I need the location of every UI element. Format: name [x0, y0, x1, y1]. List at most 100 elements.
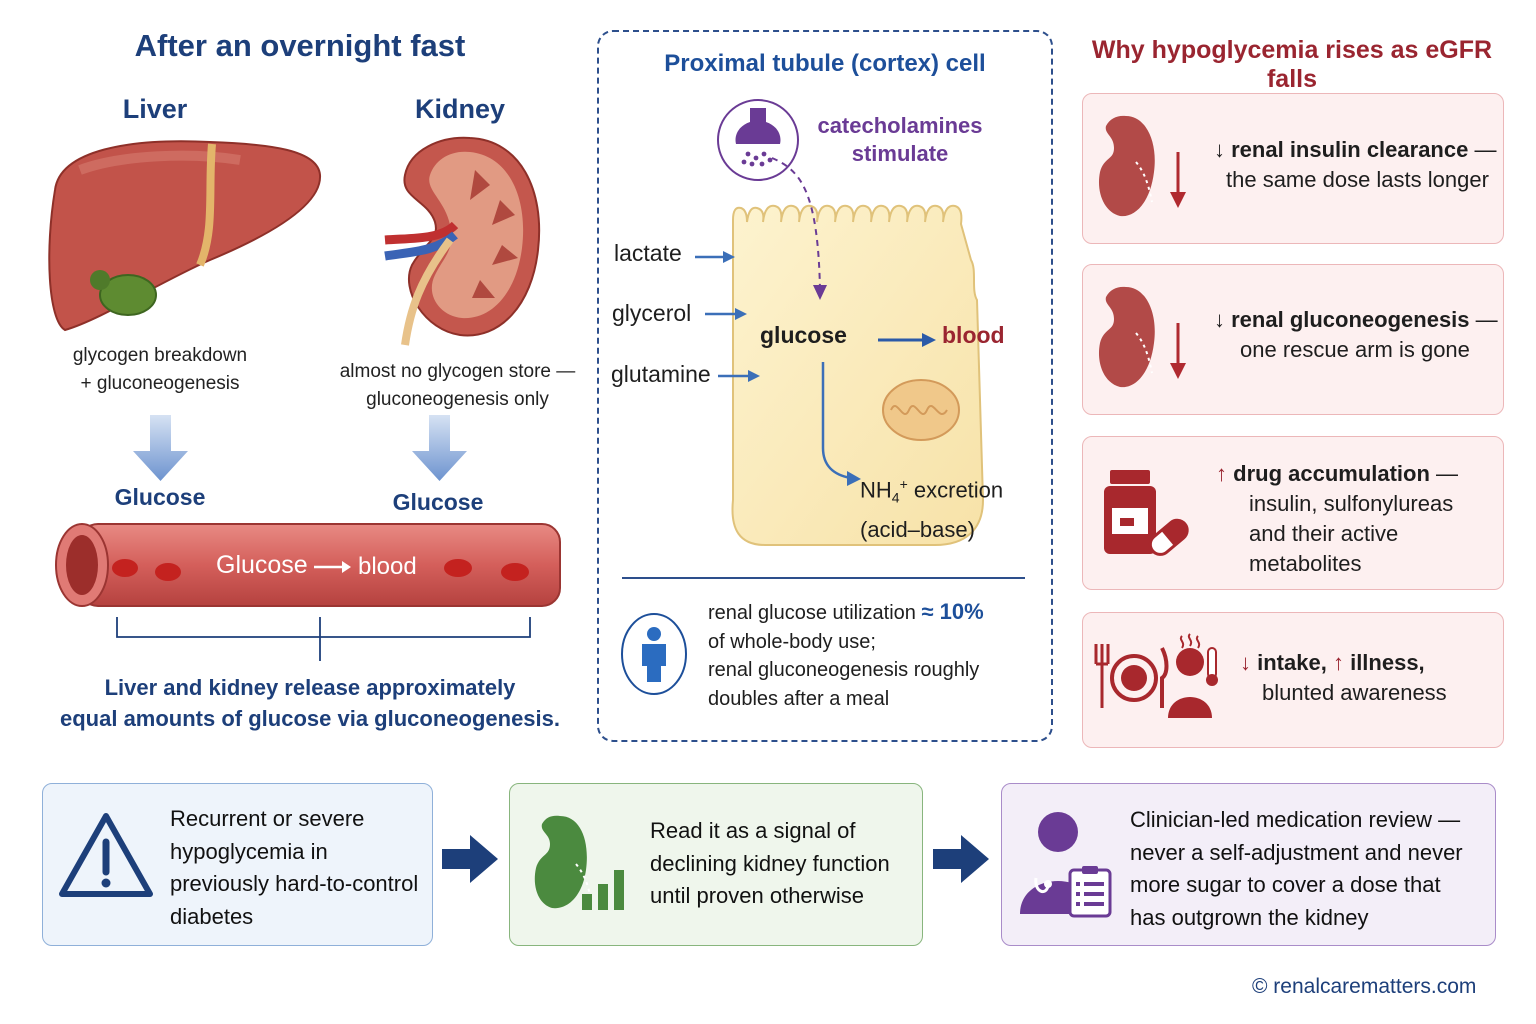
liver-label: Liver: [122, 94, 188, 124]
catecholamine-stimulate-arrow-icon: [771, 157, 827, 300]
flow-arrow-icon: [442, 835, 498, 883]
reason-2-head: renal gluconeogenesis: [1231, 307, 1470, 332]
flow-arrow-icon: [933, 835, 989, 883]
down-arrow-mark: ↓: [1214, 307, 1225, 332]
cell-blood-label: blood: [942, 322, 1005, 348]
reason-3-detail: and their active: [1249, 521, 1399, 546]
liver-glucose-label: Glucose: [114, 484, 206, 510]
substrate-glutamine: glutamine: [611, 361, 711, 387]
nh4-excretion-label: NH4+ excretion (acid–base): [860, 468, 1003, 546]
note-line: doubles after a meal: [708, 687, 890, 710]
blood-vessel: [55, 523, 561, 607]
liver-down-arrow-icon: [133, 415, 188, 481]
card1-line: hypoglycemia in: [170, 838, 328, 864]
cell-panel-divider: [622, 577, 1025, 579]
vessel-arrow-icon: [314, 561, 351, 573]
liver-note-line: + gluconeogenesis: [80, 373, 240, 394]
reason-2-text: ↓ renal gluconeogenesis — one rescue arm…: [1214, 305, 1498, 365]
cell-glucose-label: glucose: [760, 322, 847, 348]
utilization-percent: ≈ 10%: [921, 599, 984, 624]
copyright-footer: © renalcarematters.com: [1252, 975, 1477, 998]
summary-line: equal amounts of glucose via gluconeogen…: [60, 706, 560, 731]
cell-panel-title: Proximal tubule (cortex) cell: [664, 50, 986, 77]
note-line: of whole-body use;: [708, 630, 876, 653]
pill-bottle-icon: [1104, 470, 1189, 556]
reason-1-line: ↓ renal insulin clearance —: [1214, 135, 1496, 165]
reason-3-text: ↑ drug accumulation — insulin, sulfonylu…: [1216, 459, 1458, 579]
kidney-label: Kidney: [414, 94, 506, 124]
card1-line: previously hard-to-control: [170, 871, 419, 896]
reason-3-detail: insulin, sulfonylureas: [1249, 491, 1454, 516]
card1-line: Recurrent or severe: [170, 806, 365, 831]
vessel-blood-text: blood: [358, 553, 417, 580]
mitochondrion: [882, 379, 960, 441]
reason-2-detail: one rescue arm is gone: [1240, 337, 1470, 362]
reason-card-intake-illness: [1082, 612, 1504, 748]
note-line: renal gluconeogenesis roughly: [708, 659, 980, 681]
reason-3-detail: metabolites: [1249, 551, 1362, 576]
warning-icon: [59, 813, 153, 897]
kidney-down-icon: [1098, 115, 1186, 217]
kidney-note-line: gluconeogenesis only: [366, 389, 549, 410]
medication-review-card: [1001, 783, 1496, 946]
reason-card-insulin-clearance: [1082, 93, 1504, 244]
reason-1-text: ↓ renal insulin clearance — the same dos…: [1214, 135, 1496, 195]
clinician-clipboard-icon: [1020, 812, 1112, 918]
right-panel-title: Why hypoglycemia rises as eGFR falls: [1091, 36, 1493, 93]
card3-text: Clinician-led medication review — never …: [1130, 804, 1463, 934]
card3-line: more sugar to cover a dose that: [1130, 872, 1441, 897]
kidney-note-line: almost no glycogen store —: [339, 361, 576, 382]
glutamine-arrow-icon: [718, 370, 760, 382]
nh4-arrow-icon: [821, 362, 861, 486]
left-summary: Liver and kidney release approximately e…: [40, 672, 580, 734]
nh4-base: NH: [860, 477, 892, 503]
liver-note-line: glycogen breakdown: [72, 345, 248, 366]
down-arrow-mark: ↓: [1240, 650, 1251, 675]
reason-4-text: ↓ intake, ↑ illness, blunted awareness: [1240, 648, 1447, 708]
nh4-sup: +: [899, 476, 908, 492]
red-blood-cell: [501, 563, 529, 581]
down-arrow-mark: ↓: [1214, 137, 1225, 162]
nh4-line: NH4+ excretion: [860, 468, 1003, 514]
tubule-cell-illustration: [731, 204, 985, 546]
up-arrow-mark: ↑: [1216, 461, 1227, 486]
note-line: renal glucose utilization ≈ 10%: [708, 598, 1038, 628]
card3-line: never a self-adjustment and never: [1130, 839, 1463, 865]
kidney-glucose-label: Glucose: [392, 489, 484, 515]
renal-utilization-note: renal glucose utilization ≈ 10% of whole…: [708, 598, 1038, 713]
summary-line: Liver and kidney release approximately: [104, 675, 516, 700]
red-blood-cell: [155, 563, 181, 581]
card2-text: Read it as a signal of declining kidney …: [650, 815, 890, 913]
kidney-illustration: [384, 136, 541, 346]
person-icon: [621, 613, 687, 695]
glucose-to-blood-arrow-icon: [878, 333, 936, 347]
liver-illustration: [48, 140, 322, 332]
nh4-sub: 4: [891, 489, 900, 506]
kidney-down-icon: [1098, 286, 1186, 388]
card3-line: has outgrown the kidney: [1130, 904, 1369, 930]
intake-word: intake,: [1257, 650, 1327, 675]
excretion-word: excretion: [907, 477, 1004, 503]
catecholamine-neuron-icon: [717, 99, 799, 181]
red-blood-cell: [444, 559, 472, 577]
vessel-glucose-text: Glucose: [216, 551, 308, 579]
kidney-decline-icon: [534, 815, 624, 910]
bracket: [116, 617, 531, 661]
reason-1-detail: the same dose lasts longer: [1226, 167, 1489, 192]
reason-1-head: renal insulin clearance: [1231, 137, 1469, 162]
reason-4-line: ↓ intake, ↑ illness,: [1240, 648, 1447, 678]
reason-3-head: drug accumulation: [1233, 461, 1430, 486]
dash: —: [1468, 137, 1497, 162]
card1-line: diabetes: [170, 903, 254, 929]
substrate-glycerol: glycerol: [612, 300, 692, 326]
reason-2-line: ↓ renal gluconeogenesis —: [1214, 305, 1498, 335]
reason-4-detail: blunted awareness: [1262, 680, 1447, 705]
card1-text: Recurrent or severe hypoglycemia in prev…: [170, 803, 418, 933]
catecholamines-label: catecholamines stimulate: [790, 112, 1010, 168]
catecholamines-line: catecholamines: [817, 113, 983, 138]
plate-illness-icon: [1094, 633, 1218, 718]
left-section-title: After an overnight fast: [134, 28, 466, 63]
liver-note: glycogen breakdown + gluconeogenesis: [40, 342, 280, 398]
glycerol-arrow-icon: [705, 308, 747, 320]
lactate-arrow-icon: [695, 251, 735, 263]
